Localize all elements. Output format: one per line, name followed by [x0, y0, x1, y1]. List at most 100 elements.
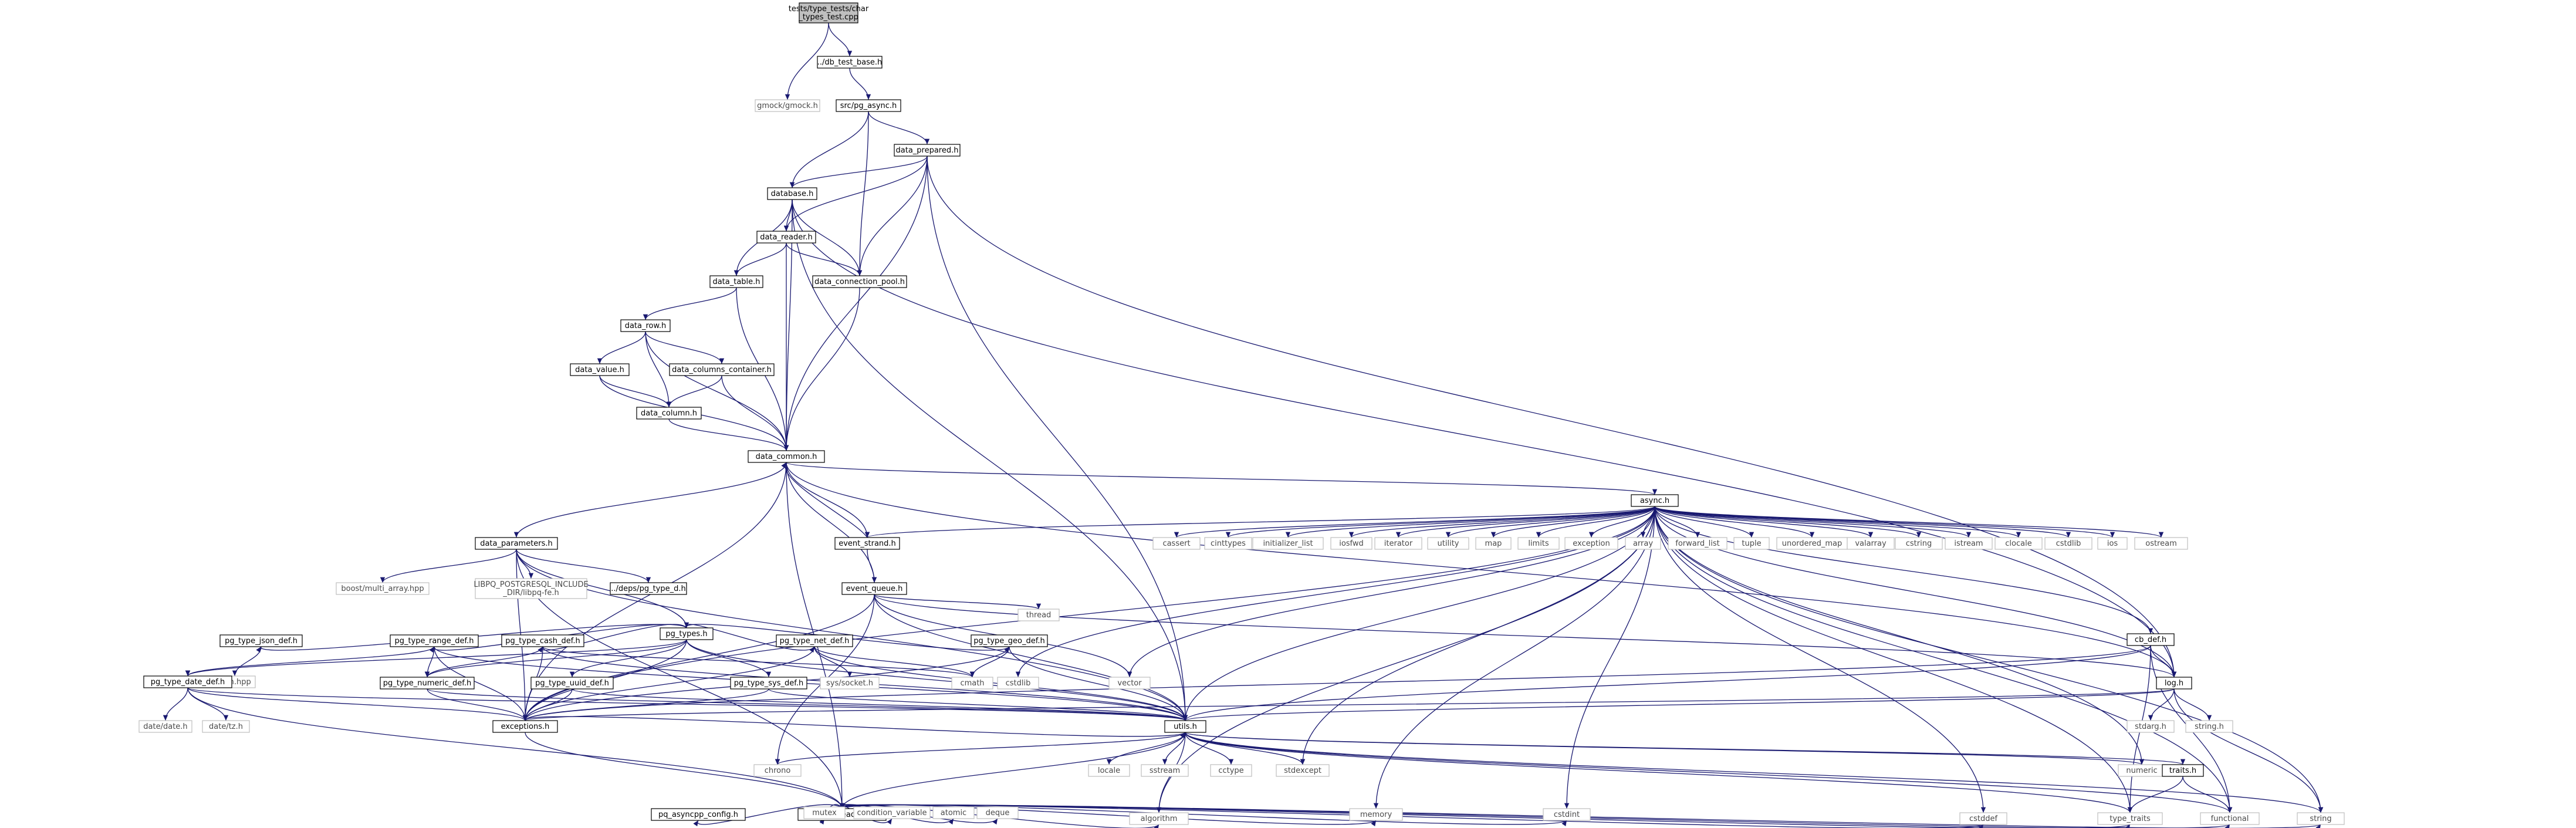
node-pg-types[interactable]: pg_types.h [660, 627, 714, 640]
node-data-common[interactable]: data_common.h [748, 450, 825, 463]
edge-pg_async-to-data_prepared [868, 111, 930, 145]
edge-pg_async-to-data_connection_pool [857, 111, 869, 276]
node-box [997, 677, 1039, 690]
node-label: pq_asyncpp_config.h [658, 810, 738, 819]
edge-utils-to-locale [1106, 732, 1186, 765]
node-exceptions[interactable]: exceptions.h [492, 720, 558, 733]
edge-pg_type_net_def-to-sys_socket [814, 646, 853, 678]
node-label: vector [1117, 679, 1142, 688]
node-box [748, 450, 825, 463]
node-pg-type-range-def[interactable]: pg_type_range_def.h [390, 634, 479, 647]
node-string: string [2297, 812, 2345, 825]
node-pg-type-date-def[interactable]: pg_type_date_def.h [143, 675, 232, 688]
node-box [730, 677, 807, 690]
edge-pg_type_range_def-to-pg_type_numeric_def [424, 646, 435, 678]
edge-asynch-to-cinttypes [1226, 506, 1655, 538]
node-pg-async[interactable]: src/pg_async.h [836, 99, 901, 112]
node-gmock: gmock/gmock.h [755, 99, 820, 112]
edge-cb_def-to-log [2150, 645, 2177, 678]
node-pg-type-numeric-def[interactable]: pg_type_numeric_def.h [380, 677, 475, 690]
node-sys-socket: sys/socket.h [820, 677, 880, 690]
node-data-prepared[interactable]: data_prepared.h [894, 144, 961, 157]
node-box [753, 764, 802, 777]
edge-asynch-to-iterator [1396, 506, 1655, 538]
node-label: pg_types.h [665, 630, 707, 638]
node-box [1847, 537, 1895, 550]
edge-asynch-to-iosfwd [1349, 506, 1655, 538]
edge-data_columns_container-to-data_common [721, 375, 789, 451]
node-cmath: cmath [951, 677, 993, 690]
node-box [501, 634, 584, 647]
node-root[interactable]: tests/type_tests/char_types_test.cpp [789, 2, 869, 23]
node-data-reader[interactable]: data_reader.h [756, 231, 816, 244]
edge-asynch-to-limits [1536, 506, 1655, 538]
node-cstddef: cstddef [1959, 812, 2007, 825]
node-traits[interactable]: traits.h [2162, 764, 2204, 777]
node-label: ostream [2145, 539, 2177, 548]
edge-data_parameters-to-boost_multi_array [380, 549, 517, 583]
node-pg-type-oid[interactable]: ../deps/pg_type_d.h [610, 582, 687, 595]
node-data-value[interactable]: data_value.h [570, 363, 630, 376]
edge-db_test_base-to-pg_async [849, 67, 871, 100]
node-pg-type-geo-def[interactable]: pg_type_geo_def.h [971, 634, 1048, 647]
node-data-parameters[interactable]: data_parameters.h [475, 537, 558, 550]
node-pg-type-uuid-def[interactable]: pg_type_uuid_def.h [530, 677, 614, 690]
node-label: ../db_test_base.h [817, 58, 882, 67]
edge-data_columns_container-to-data_column [666, 375, 722, 408]
node-data-columns-container[interactable]: data_columns_container.h [669, 363, 775, 376]
node-thread: thread [1017, 609, 1060, 621]
node-label: pg_type_cash_def.h [505, 637, 580, 645]
node-cstdlib2: cstdlib [2044, 537, 2092, 550]
node-label: cctype [1218, 766, 1243, 775]
node-pqasync-config[interactable]: pq_asyncpp_config.h [651, 808, 746, 821]
edge-database-to-utils [792, 199, 1188, 721]
node-label: cmath [960, 679, 984, 688]
node-box [2297, 812, 2345, 825]
edge-asynch-to-cstddef [1654, 506, 1986, 813]
node-box [669, 363, 775, 376]
node-label: tuple [1742, 539, 1761, 548]
node-label: _DIR/libpq-fe.h [502, 589, 559, 597]
node-box [610, 582, 687, 595]
node-label: istream [1954, 539, 1983, 548]
node-label: limits [1528, 539, 1549, 548]
node-pg-type-json-def[interactable]: pg_type_json_def.h [219, 634, 303, 647]
node-map: map [1475, 537, 1512, 550]
edge-pg_type_numeric_def-to-utils [427, 688, 1188, 721]
edge-event_queue-to-thread [874, 594, 1041, 610]
node-log[interactable]: log.h [2156, 677, 2192, 690]
node-pg-type-cash-def[interactable]: pg_type_cash_def.h [501, 634, 584, 647]
node-event-queue[interactable]: event_queue.h [841, 582, 907, 595]
node-iosfwd: iosfwd [1330, 537, 1372, 550]
node-data-column[interactable]: data_column.h [636, 407, 702, 420]
node-label: thread [1026, 611, 1052, 620]
node-cb-def[interactable]: cb_def.h [2127, 633, 2175, 646]
node-limits: limits [1517, 537, 1560, 550]
edge-cb_def-to-exceptions [523, 645, 2151, 721]
node-pg-type-sys-def[interactable]: pg_type_sys_def.h [730, 677, 807, 690]
edge-asynch-to-event_strand [865, 506, 1655, 538]
node-data-table[interactable]: data_table.h [709, 275, 763, 288]
node-db-test-base[interactable]: ../db_test_base.h [817, 56, 883, 69]
node-pg-type-net-def[interactable]: pg_type_net_def.h [776, 634, 853, 647]
node-asynch[interactable]: async.h [1631, 494, 1679, 507]
node-data-row[interactable]: data_row.h [620, 319, 671, 332]
edge-asynch-to-valarray [1654, 506, 1874, 538]
edge-pg_type_sys_def-to-utils [768, 688, 1188, 721]
node-utils[interactable]: utils.h [1164, 720, 1206, 733]
edge-data_value-to-data_column [599, 375, 672, 408]
node-label: utility [1438, 539, 1459, 548]
node-label: map [1485, 539, 1502, 548]
node-event-strand[interactable]: event_strand.h [834, 537, 900, 550]
edge-pg_type_range_def-to-pg_type_date_def [185, 646, 435, 677]
node-box [1543, 808, 1591, 821]
edge-root-to-db_test_base [828, 22, 853, 57]
node-database[interactable]: database.h [767, 187, 817, 200]
edge-cb_def-to-utils [1183, 645, 2151, 721]
node-box [1210, 764, 1252, 777]
edge-pg_types-to-pg_type_cash_def [537, 624, 687, 653]
edge-data_parameters-to-pg_types [516, 549, 689, 628]
node-data-connection-pool[interactable]: data_connection_pool.h [812, 275, 907, 288]
node-box [817, 56, 883, 69]
node-box [1475, 537, 1512, 550]
